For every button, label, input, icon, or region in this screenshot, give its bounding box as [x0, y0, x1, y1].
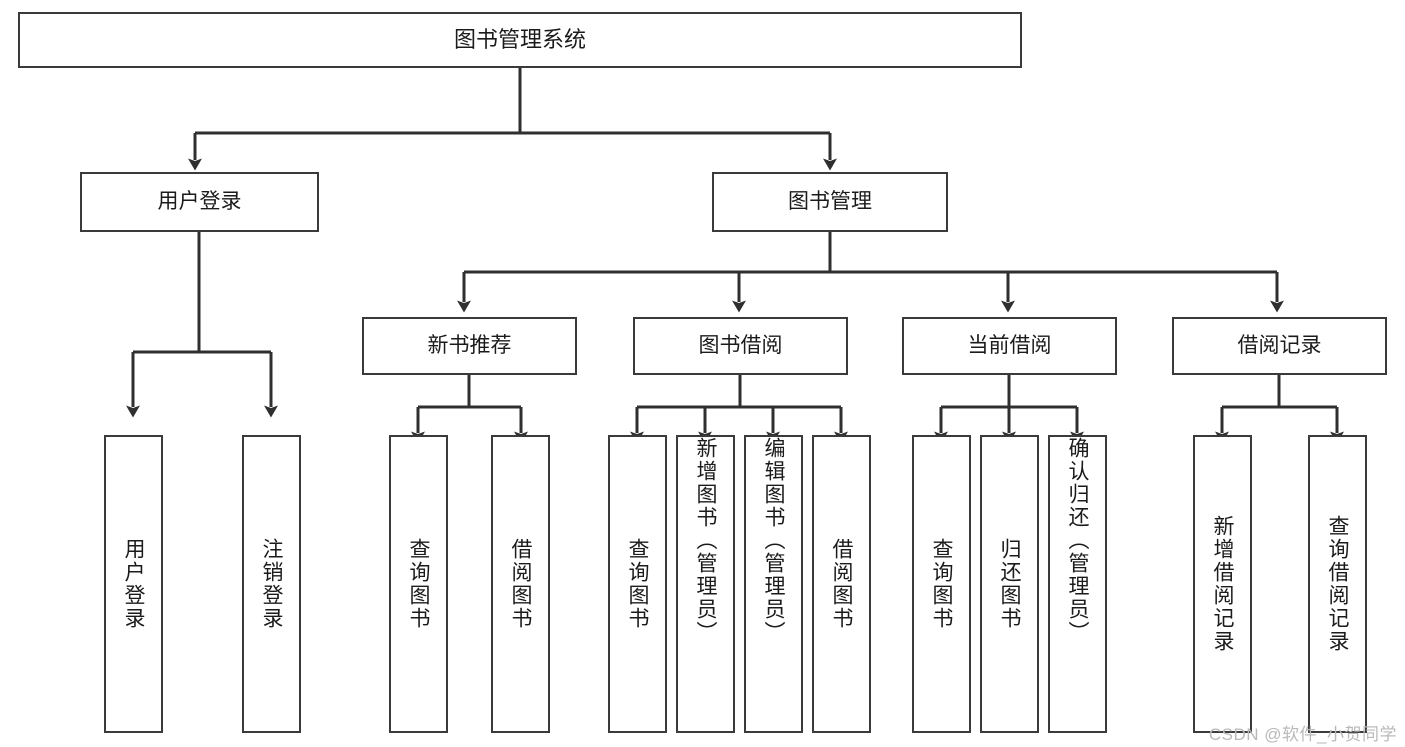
- node-new-book-rec[interactable]: 新书推荐: [362, 317, 577, 375]
- node-leaf-logout[interactable]: 注销登录: [242, 435, 301, 733]
- node-label: 确认归还（管理员）: [1066, 437, 1089, 644]
- node-label: 图书管理系统: [453, 27, 586, 53]
- node-leaf-borrow-book-2[interactable]: 借阅图书: [812, 435, 871, 733]
- node-label: 新增图书（管理员）: [694, 437, 717, 644]
- node-book-manage[interactable]: 图书管理: [712, 172, 948, 232]
- node-current-borrow[interactable]: 当前借阅: [902, 317, 1117, 375]
- node-label: 借阅图书: [509, 538, 532, 630]
- node-leaf-query-book-3[interactable]: 查询图书: [912, 435, 971, 733]
- node-user-login[interactable]: 用户登录: [80, 172, 319, 232]
- node-label: 查询图书: [930, 538, 953, 630]
- node-label: 借阅图书: [830, 538, 853, 630]
- node-leaf-user-login[interactable]: 用户登录: [104, 435, 163, 733]
- node-book-borrow[interactable]: 图书借阅: [633, 317, 848, 375]
- node-label: 当前借阅: [967, 333, 1052, 357]
- node-leaf-return-book[interactable]: 归还图书: [980, 435, 1039, 733]
- node-borrow-record[interactable]: 借阅记录: [1172, 317, 1387, 375]
- node-label: 图书管理: [788, 189, 872, 213]
- node-label: 归还图书: [998, 538, 1021, 630]
- node-root-system[interactable]: 图书管理系统: [18, 12, 1022, 68]
- node-leaf-confirm-return[interactable]: 确认归还（管理员）: [1048, 435, 1107, 733]
- node-leaf-borrow-book-1[interactable]: 借阅图书: [491, 435, 550, 733]
- watermark-text: CSDN @软件_小贺同学: [1208, 725, 1397, 744]
- node-label: 借阅记录: [1237, 333, 1322, 357]
- node-leaf-query-book-2[interactable]: 查询图书: [608, 435, 667, 733]
- node-label: 用户登录: [157, 189, 242, 213]
- node-leaf-add-book[interactable]: 新增图书（管理员）: [676, 435, 735, 733]
- node-label: 新增借阅记录: [1211, 515, 1234, 653]
- node-label: 用户登录: [122, 538, 145, 630]
- node-label: 查询借阅记录: [1326, 515, 1349, 653]
- node-label: 图书借阅: [698, 333, 783, 357]
- node-label: 查询图书: [407, 538, 430, 630]
- node-label: 新书推荐: [427, 333, 512, 357]
- node-label: 查询图书: [626, 538, 649, 630]
- node-leaf-edit-book[interactable]: 编辑图书（管理员）: [744, 435, 803, 733]
- node-leaf-query-record[interactable]: 查询借阅记录: [1308, 435, 1367, 733]
- node-label: 注销登录: [260, 538, 283, 630]
- node-leaf-add-record[interactable]: 新增借阅记录: [1193, 435, 1252, 733]
- node-leaf-query-book-1[interactable]: 查询图书: [389, 435, 448, 733]
- node-label: 编辑图书（管理员）: [762, 437, 785, 644]
